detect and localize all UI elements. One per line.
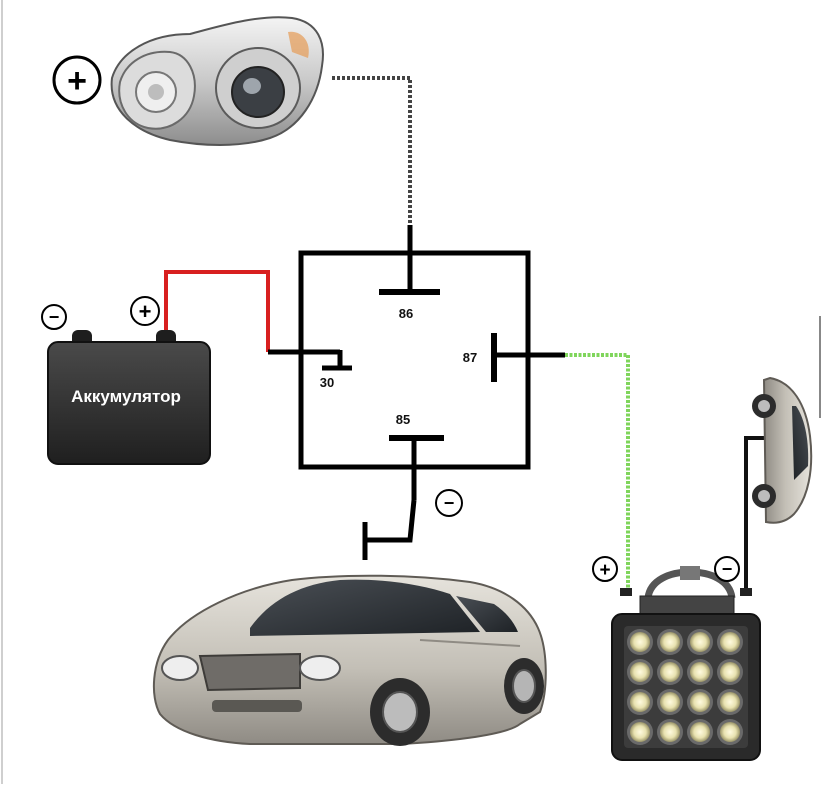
- led: [690, 692, 710, 712]
- battery-minus-symbol: −: [41, 304, 67, 330]
- car-side-icon: [752, 376, 813, 524]
- led: [630, 692, 650, 712]
- ground-minus-symbol: −: [435, 489, 463, 517]
- led-grid: [627, 629, 743, 745]
- svg-text:+: +: [139, 299, 152, 324]
- pin-86-label: 86: [399, 306, 413, 321]
- led: [660, 662, 680, 682]
- led: [660, 692, 680, 712]
- led: [660, 632, 680, 652]
- svg-text:+: +: [67, 62, 87, 100]
- led: [720, 662, 740, 682]
- led: [630, 632, 650, 652]
- led: [690, 632, 710, 652]
- output-wire: [565, 353, 630, 590]
- svg-text:−: −: [49, 307, 60, 327]
- led: [630, 662, 650, 682]
- pin-30-label: 30: [320, 375, 334, 390]
- battery-label: Аккумулятор: [71, 387, 181, 406]
- led: [660, 722, 680, 742]
- led: [720, 692, 740, 712]
- car-icon: [152, 574, 547, 746]
- light-minus-symbol: −: [714, 556, 740, 582]
- svg-text:−: −: [444, 493, 455, 513]
- led: [690, 662, 710, 682]
- relay: 86 30 87 85: [268, 225, 565, 560]
- headlight-icon: [110, 16, 324, 146]
- headlight-plus-symbol: +: [52, 55, 102, 105]
- svg-text:−: −: [722, 559, 733, 579]
- led: [720, 632, 740, 652]
- pin-85-label: 85: [396, 412, 410, 427]
- led-work-light-icon: [611, 566, 761, 761]
- led: [630, 722, 650, 742]
- light-plus-symbol: +: [592, 556, 618, 582]
- svg-text:+: +: [599, 560, 610, 581]
- led: [690, 722, 710, 742]
- pin-87-label: 87: [463, 350, 477, 365]
- signal-wire: [332, 76, 412, 225]
- battery-plus-wire: [164, 270, 270, 352]
- battery: Аккумулятор: [47, 330, 211, 465]
- battery-plus-symbol: +: [130, 296, 160, 326]
- led: [720, 722, 740, 742]
